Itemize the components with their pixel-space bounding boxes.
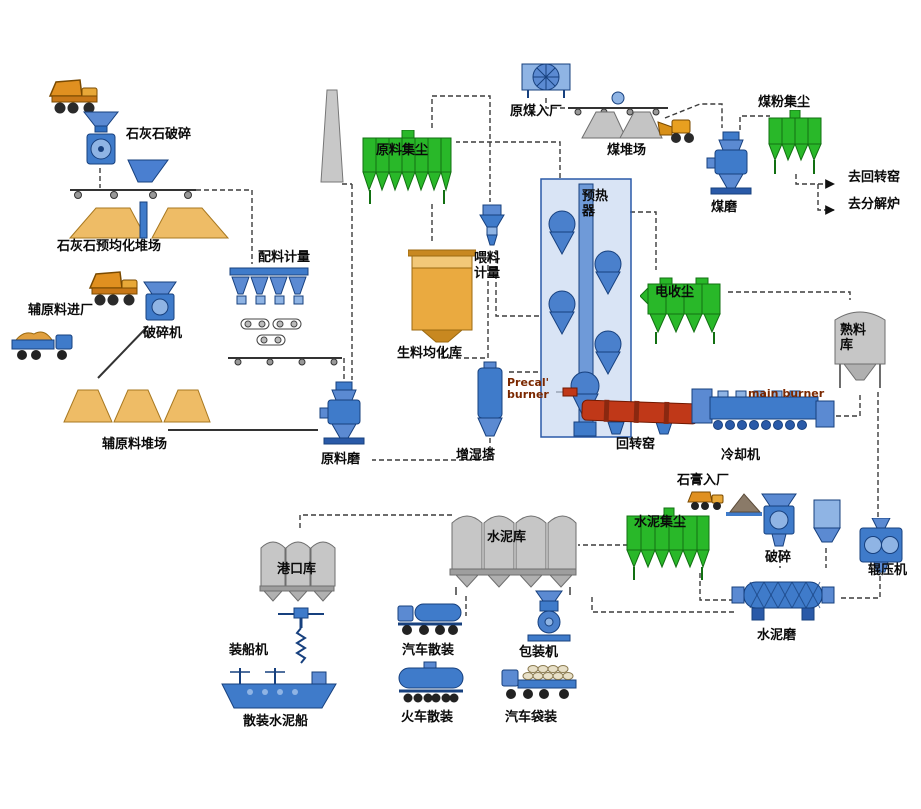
crusher-machine-label: 破碎机 xyxy=(143,326,183,341)
feeder-conveyor-icon xyxy=(272,317,302,331)
bulk-ship-label: 散装水泥船 xyxy=(243,714,309,729)
flatbed-truck-icon xyxy=(10,326,80,364)
raw-meal-silo-icon xyxy=(408,246,476,346)
cement-silo-label: 水泥库 xyxy=(487,530,527,545)
train-bulk-label: 火车散装 xyxy=(401,710,454,725)
roller-press-label: 辊压机 xyxy=(868,563,908,578)
packing-label: 包装机 xyxy=(519,645,559,660)
gypsum-truck-icon xyxy=(686,488,764,522)
batching-hoppers-icon xyxy=(228,266,310,312)
esp-label: 电收尘 xyxy=(655,285,695,300)
rotary-kiln-icon xyxy=(580,390,700,438)
batching-belt-icon xyxy=(226,354,344,366)
to-calciner-label: 去分解炉 xyxy=(848,197,901,212)
bag-delivery-truck-icon xyxy=(500,656,582,706)
truck-bag-label: 汽车袋装 xyxy=(505,710,558,725)
gypsum-entry-label: 石膏入厂 xyxy=(677,473,730,488)
crushing-label: 破碎 xyxy=(765,550,792,565)
aux-crusher-icon xyxy=(140,280,180,328)
rail-tank-car-icon xyxy=(396,660,466,708)
raw-meal-silo-label: 生料均化库 xyxy=(397,346,463,361)
raw-dust-label: 原料集尘 xyxy=(376,143,429,158)
clinker-silo-label: 熟料库 xyxy=(840,323,867,353)
coal-mill-icon xyxy=(706,130,756,202)
limestone-crusher-icon xyxy=(82,110,120,170)
aux-yard-piles-icon xyxy=(62,380,212,426)
gypsum-crusher-icon xyxy=(758,492,800,550)
packing-machine-icon xyxy=(520,589,578,647)
port-silos-icon xyxy=(258,530,336,606)
precalciner-burner-icon xyxy=(562,386,578,398)
port-silo-label: 港口库 xyxy=(277,562,317,577)
bulk-tanker-truck-icon xyxy=(396,594,466,642)
cement-dust-label: 水泥集尘 xyxy=(634,515,687,530)
cooler-label: 冷却机 xyxy=(721,448,761,463)
limestone-yard-label: 石灰石预均化堆场 xyxy=(57,239,162,254)
raw-dust-collector-icon xyxy=(360,130,454,206)
raw-mill-icon xyxy=(318,380,370,450)
feed-metering-label: 喂料计量 xyxy=(474,251,501,281)
coal-dust-collector-icon xyxy=(766,110,824,176)
humidifier-tower-icon xyxy=(472,360,508,446)
feeder-conveyor-icon xyxy=(240,317,270,331)
electrostatic-precipitator-icon xyxy=(640,270,728,346)
limestone-crushing-label: 石灰石破碎 xyxy=(126,127,192,142)
humidifier-label: 增湿塔 xyxy=(456,448,496,463)
cement-mill-icon xyxy=(730,570,836,628)
precal-burner-label: Precal' burner xyxy=(507,376,550,402)
raw-mill-label: 原料磨 xyxy=(321,452,361,467)
truck-bulk-label: 汽车散装 xyxy=(402,643,455,658)
limestone-yard-piles-icon xyxy=(68,200,230,242)
aux-yard-label: 辅原料堆场 xyxy=(102,437,168,452)
clinker-cooler-icon xyxy=(690,383,838,447)
feed-metering-icon xyxy=(476,203,508,247)
coal-mill-label: 煤磨 xyxy=(711,200,738,215)
rotary-kiln-label: 回转窑 xyxy=(616,437,656,452)
cement-dust-collector-icon xyxy=(624,506,712,582)
wheel-loader-icon xyxy=(656,112,700,148)
preheater-label: 预热器 xyxy=(582,189,609,219)
batching-label: 配料计量 xyxy=(258,250,311,265)
bulk-cement-ship-icon xyxy=(220,666,338,714)
roller-press-icon xyxy=(854,518,908,576)
feeder-conveyor-icon xyxy=(256,333,286,347)
additive-bin-icon xyxy=(808,496,846,548)
coal-yard-piles-icon xyxy=(580,106,664,142)
coal-entry-label: 原煤入厂 xyxy=(510,104,563,119)
chimney-icon xyxy=(316,88,348,184)
preheater-tower-icon xyxy=(538,176,634,440)
coal-yard-label: 煤堆场 xyxy=(607,143,647,158)
to-kiln-label: 去回转窑 xyxy=(848,170,901,185)
cement-silos-icon xyxy=(448,503,578,595)
aux-entry-label: 辅原料进厂 xyxy=(28,303,94,318)
ship-loader-label: 装船机 xyxy=(229,643,269,658)
cement-mill-label: 水泥磨 xyxy=(757,628,797,643)
coal-receiving-icon xyxy=(520,58,572,100)
ship-loader-icon xyxy=(270,606,332,666)
coal-dust-label: 煤粉集尘 xyxy=(758,95,811,110)
limestone-conveyor-icon xyxy=(68,156,200,202)
main-burner-label: main burner xyxy=(748,387,825,400)
clinker-silo-icon xyxy=(830,300,890,390)
aux-dump-truck-icon xyxy=(86,270,144,310)
limestone-dump-truck-icon xyxy=(46,78,104,118)
